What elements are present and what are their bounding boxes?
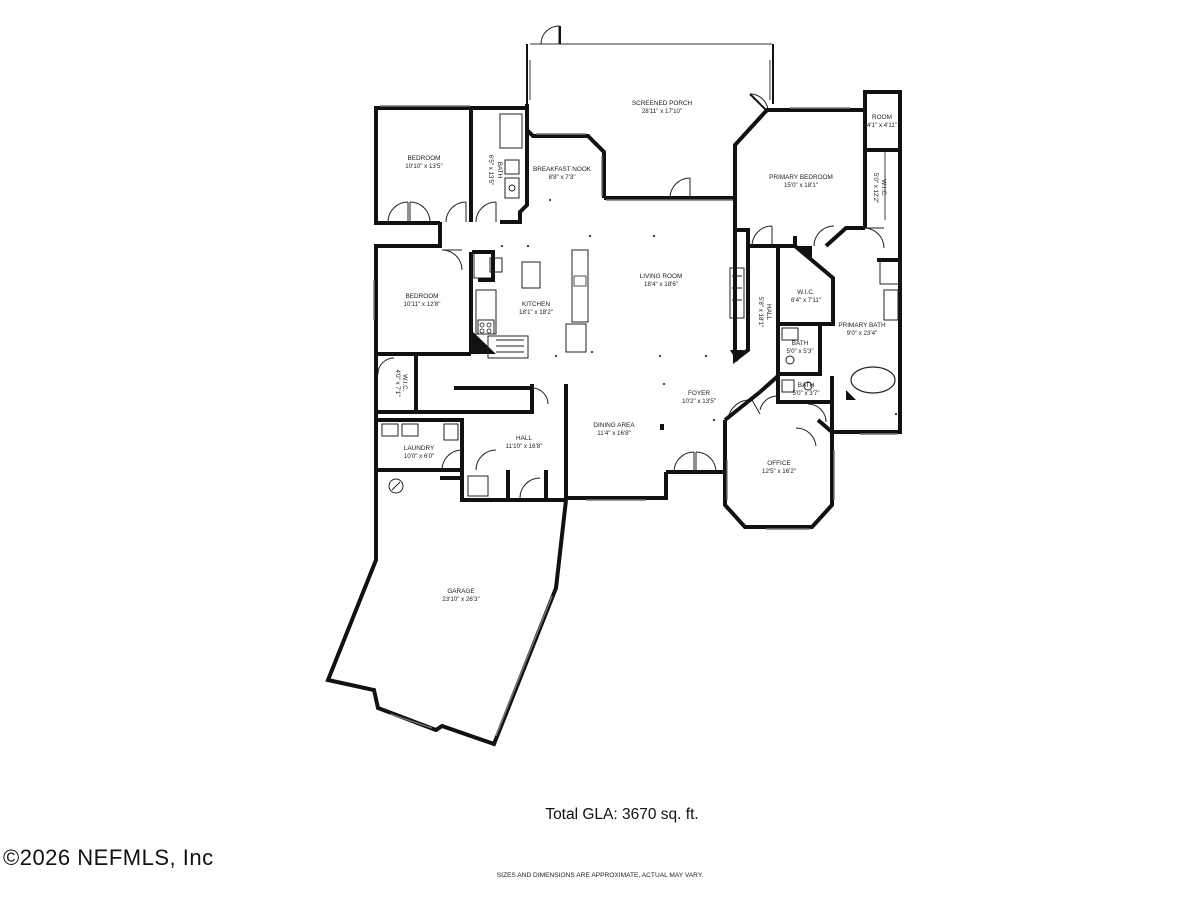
- room-name-wic-hall: W.I.C.: [401, 374, 408, 392]
- room-dims-bedroom-1: 10'10" x 13'5": [405, 163, 442, 170]
- room-name-bedroom-2: BEDROOM: [405, 293, 438, 300]
- room-dims-primary-bath: 9'0" x 23'4": [847, 330, 878, 337]
- room-name-office: OFFICE: [767, 460, 790, 467]
- screened-porch-walls: [526, 25, 774, 113]
- room-name-primary-bath: PRIMARY BATH: [838, 322, 886, 329]
- room-dims-wic-hall: 4'0" x 7'1": [394, 369, 401, 396]
- room-name-bedroom-1: BEDROOM: [407, 155, 440, 162]
- room-name-laundry: LAUNDRY: [404, 445, 435, 452]
- room-dims-bath-1: 6'5" x 13'5": [487, 155, 494, 186]
- room-dims-garage: 23'10" x 26'3": [442, 596, 479, 603]
- room-dims-kitchen: 18'1" x 18'2": [519, 309, 553, 316]
- room-name-kitchen: KITCHEN: [522, 301, 550, 308]
- room-dims-breakfast-nook: 8'8" x 7'3": [548, 174, 575, 181]
- room-dims-primary-bedroom: 15'0" x 18'1": [784, 182, 818, 189]
- room-name-breakfast-nook: BREAKFAST NOOK: [533, 166, 592, 173]
- copyright-watermark: ©2026 NEFMLS, Inc: [3, 845, 214, 870]
- room-name-living-room: LIVING ROOM: [640, 273, 683, 280]
- room-dims-foyer: 10'2" x 13'5": [682, 398, 716, 405]
- garage-walls: [325, 470, 568, 747]
- room-dims-dining-area: 11'4" x 16'8": [597, 430, 630, 437]
- room-name-garage: GARAGE: [447, 588, 474, 595]
- room-dims-bedroom-2: 10'11" x 12'8": [404, 301, 441, 308]
- room-dims-bath-2: 5'0" x 5'3": [786, 348, 813, 355]
- room-name-wic-primary: W.I.C.: [797, 289, 815, 296]
- room-dims-bath-3: 5'0" x 3'7": [792, 390, 819, 397]
- room-name-room-small: ROOM: [872, 114, 892, 121]
- room-name-foyer: FOYER: [688, 390, 710, 397]
- room-name-primary-bedroom: PRIMARY BEDROOM: [769, 174, 833, 181]
- room-name-bath-2: BATH: [792, 340, 809, 347]
- room-labels: SCREENED PORCH 28'11" x 17'10" BREAKFAST…: [394, 100, 897, 603]
- room-name-hall: HALL: [516, 435, 532, 442]
- room-name-bath-3: BATH: [798, 382, 815, 389]
- fixture-dots: [500, 198, 898, 422]
- room-dims-screened-porch: 28'11" x 17'10": [642, 108, 682, 115]
- room-dims-wic-primary: 6'4" x 7'11": [791, 297, 821, 304]
- room-dims-wic-primary-right: 5'0" x 12'2": [872, 173, 879, 204]
- room-name-bath-1: BATH: [496, 162, 503, 179]
- room-dims-hall-primary: 5'8" x 18'1": [757, 297, 764, 328]
- house-walls: [373, 90, 902, 530]
- room-dims-office: 12'5" x 16'2": [762, 468, 796, 475]
- room-dims-hall: 11'10" x 16'8": [506, 443, 543, 450]
- room-dims-room-small: 4'1" x 4'11": [867, 122, 897, 129]
- room-name-wic-primary-right: W.I.C.: [880, 179, 887, 197]
- room-dims-laundry: 10'0" x 6'0": [404, 453, 435, 460]
- room-name-dining-area: DINING AREA: [593, 422, 635, 429]
- room-dims-living-room: 18'4" x 18'6": [644, 281, 678, 288]
- disclaimer: SIZES AND DIMENSIONS ARE APPROXIMATE, AC…: [496, 872, 704, 879]
- total-gla: Total GLA: 3670 sq. ft.: [545, 806, 699, 823]
- room-name-hall-primary: HALL: [765, 304, 772, 320]
- room-name-screened-porch: SCREENED PORCH: [632, 100, 693, 107]
